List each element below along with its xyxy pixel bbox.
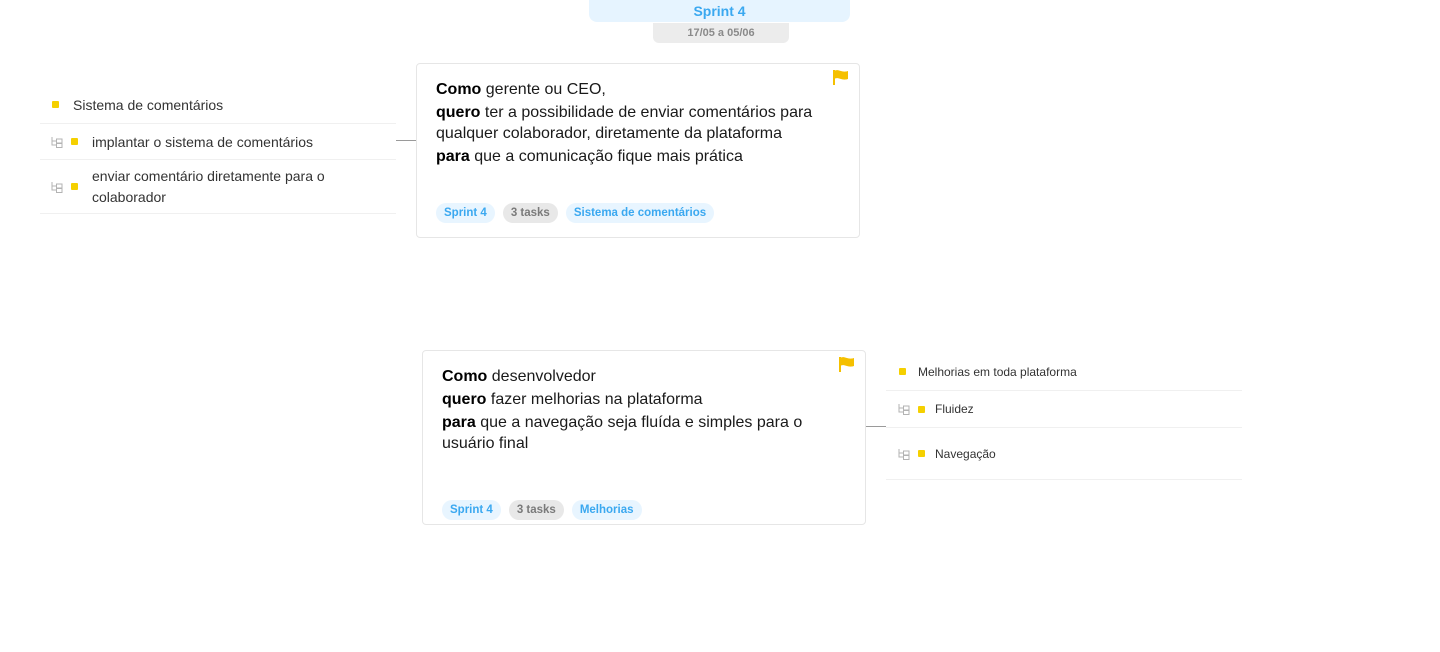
- tag-epic[interactable]: Melhorias: [571, 500, 642, 520]
- task-bullet: [918, 405, 925, 413]
- epic-title: Sistema de comentários: [73, 96, 224, 113]
- subtask-icon: [898, 449, 910, 460]
- epic-panel-comentarios: Sistema de comentários implantar o siste…: [40, 86, 396, 214]
- tag-list: Sprint 4 3 tasks Sistema de comentários: [436, 203, 715, 223]
- task-bullet: [918, 450, 925, 457]
- flag-icon[interactable]: [832, 69, 850, 86]
- connector-line: [866, 426, 886, 427]
- task-bullet: [71, 183, 78, 190]
- tag-tasks[interactable]: 3 tasks: [502, 203, 558, 223]
- task-row[interactable]: Fluidez: [886, 391, 1242, 428]
- epic-bullet: [52, 101, 59, 108]
- story-line-para: para que a navegação seja fluída e simpl…: [442, 414, 803, 452]
- story-line-quero: quero fazer melhorias na plataforma: [442, 391, 703, 408]
- story-line-como: Como gerente ou CEO,: [436, 81, 606, 98]
- epic-title-row[interactable]: Sistema de comentários: [40, 86, 396, 124]
- task-label: enviar comentário diretamente para o col…: [92, 167, 325, 205]
- tag-sprint[interactable]: Sprint 4: [436, 203, 495, 223]
- sprint-title: Sprint 4: [693, 3, 746, 19]
- story-line-para: para que a comunicação fique mais prátic…: [436, 148, 743, 165]
- flag-icon[interactable]: [838, 356, 856, 373]
- sprint-header[interactable]: Sprint 4: [589, 0, 850, 22]
- task-label: Fluidez: [935, 402, 974, 416]
- tag-sprint[interactable]: Sprint 4: [442, 500, 501, 520]
- story-line-como: Como desenvolvedor: [442, 368, 596, 385]
- sprint-dates: 17/05 a 05/06: [653, 23, 789, 43]
- tag-tasks[interactable]: 3 tasks: [508, 500, 564, 520]
- tag-epic[interactable]: Sistema de comentários: [565, 203, 715, 223]
- epic-title: Melhorias em toda plataforma: [918, 364, 1077, 379]
- task-row[interactable]: Navegação: [886, 428, 1242, 480]
- story-line-quero: quero ter a possibilidade de enviar come…: [436, 104, 813, 142]
- user-story-card[interactable]: Como desenvolvedor quero fazer melhorias…: [422, 350, 866, 525]
- tag-list: Sprint 4 3 tasks Melhorias: [442, 500, 642, 520]
- connector-line: [396, 140, 417, 141]
- epic-title-row[interactable]: Melhorias em toda plataforma: [886, 353, 1242, 391]
- task-label: implantar o sistema de comentários: [92, 133, 313, 150]
- epic-panel-melhorias: Melhorias em toda plataforma Fluidez Nav…: [886, 353, 1242, 480]
- task-row[interactable]: enviar comentário diretamente para o col…: [40, 160, 396, 214]
- task-bullet: [71, 138, 78, 145]
- user-story-card[interactable]: Como gerente ou CEO, quero ter a possibi…: [416, 63, 860, 238]
- subtask-icon: [51, 137, 63, 148]
- epic-bullet: [899, 368, 906, 375]
- subtask-icon: [51, 182, 63, 193]
- task-label: Navegação: [935, 446, 996, 461]
- subtask-icon: [898, 404, 910, 415]
- task-row[interactable]: implantar o sistema de comentários: [40, 124, 396, 160]
